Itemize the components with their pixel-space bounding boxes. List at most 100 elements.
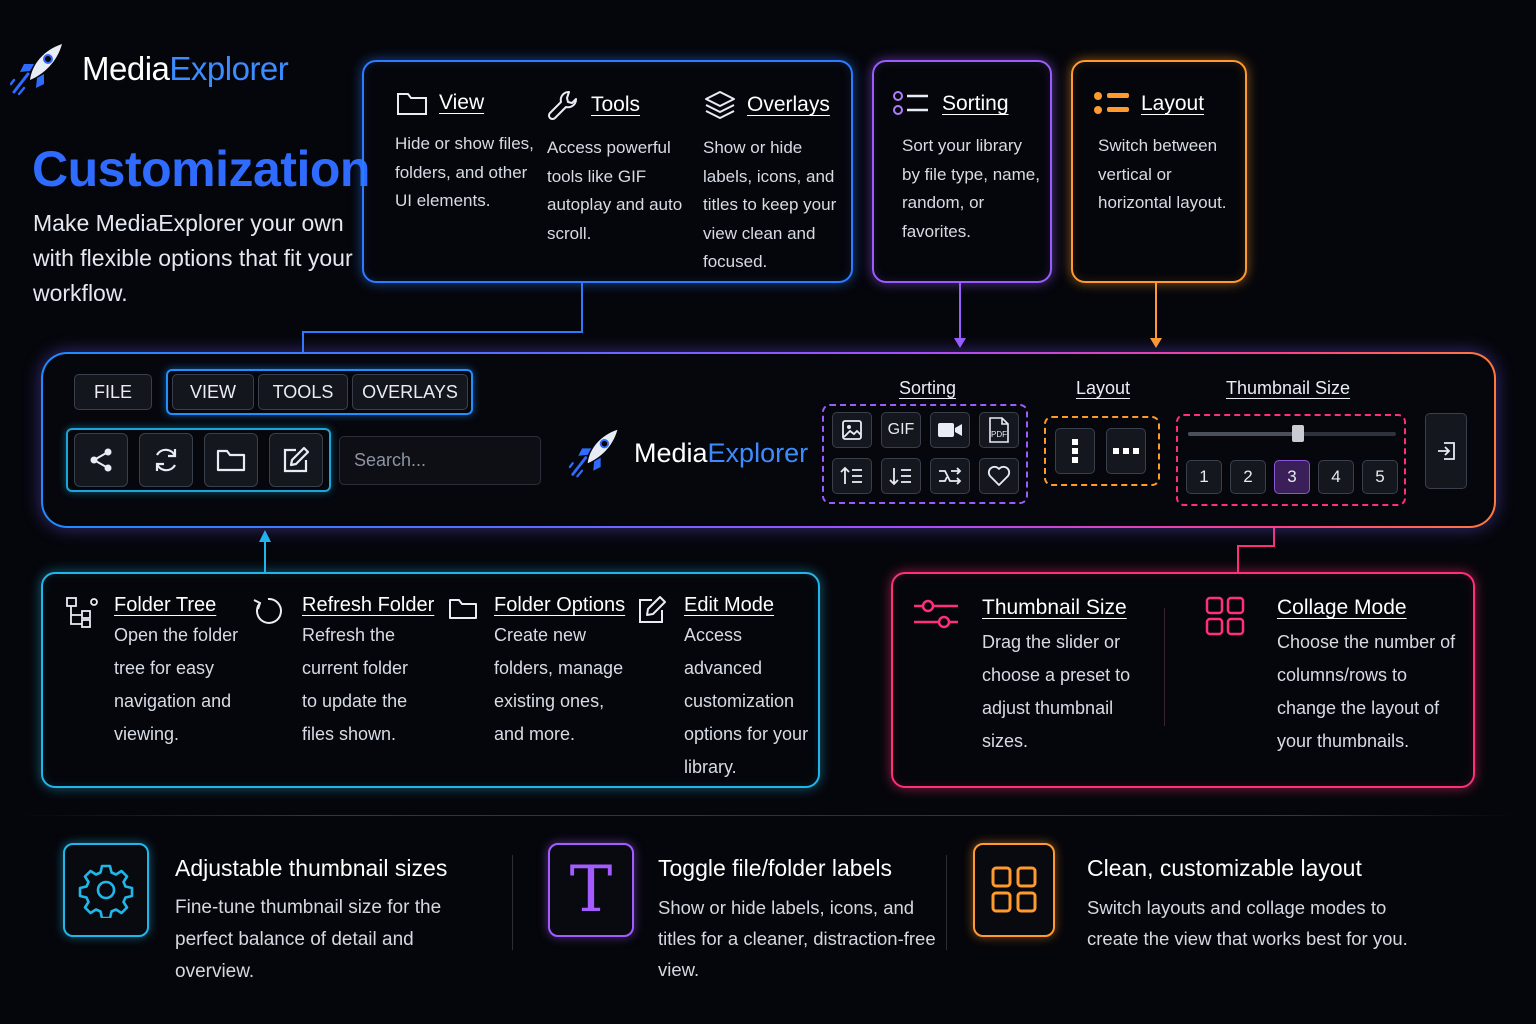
mid-divider	[1164, 608, 1165, 726]
thumbnail-slider-track[interactable]	[1188, 425, 1396, 442]
edit-icon	[280, 444, 312, 476]
pdf-file-icon: PDF	[988, 417, 1010, 443]
bottom-feature-title: Clean, customizable layout	[1087, 855, 1362, 881]
sort-list-icon	[892, 88, 932, 120]
bottom-feature-thumbnail-sizes: Adjustable thumbnail sizes Fine-tune thu…	[63, 843, 495, 988]
search-input[interactable]	[339, 436, 541, 485]
horizontal-dots-icon	[1112, 447, 1140, 455]
thumbnail-preset-1[interactable]: 1	[1186, 460, 1222, 494]
feature-edit-mode: Edit Mode Access advanced customization …	[636, 594, 814, 784]
refresh-icon	[150, 444, 182, 476]
toolbar-logo: MediaExplorer	[566, 426, 808, 480]
page-subtitle: Make MediaExplorer your own with flexibl…	[33, 210, 353, 306]
feature-sorting-title: Sorting	[942, 92, 1009, 115]
feature-thumbnail-size-title: Thumbnail Size	[982, 596, 1127, 619]
layout-group	[1044, 416, 1160, 486]
folder-icon	[215, 446, 247, 474]
view-tools-overlays-box	[362, 60, 853, 283]
share-icon	[86, 445, 116, 475]
sort-pdf-button[interactable]: PDF	[979, 412, 1019, 448]
text-t-icon: T	[569, 853, 613, 927]
feature-folder-options-desc: Create new folders, manage existing ones…	[494, 625, 624, 744]
feature-view-title: View	[439, 91, 485, 114]
layout-horizontal-button[interactable]	[1106, 428, 1146, 474]
refresh-button[interactable]	[139, 433, 193, 487]
folder-icon	[448, 594, 478, 751]
thumbnail-size-label: Thumbnail Size	[1225, 378, 1351, 398]
feature-view-desc: Hide or show files, folders, and other U…	[395, 134, 534, 210]
bottom-divider	[512, 855, 513, 950]
wrench-icon	[547, 88, 581, 122]
feature-folder-tree-desc: Open the folder tree for easy navigation…	[114, 625, 239, 744]
menu-overlays[interactable]: OVERLAYS	[352, 374, 468, 410]
feature-sorting-desc: Sort your library by file type, name, ra…	[902, 136, 1040, 241]
menu-group	[166, 369, 473, 415]
layout-label: Layout	[1075, 378, 1131, 398]
rocket-logo-icon	[10, 40, 68, 98]
sort-shuffle-button[interactable]	[930, 458, 970, 494]
feature-edit-mode-title: Edit Mode	[684, 594, 775, 616]
rocket-logo-icon	[566, 426, 626, 480]
thumbnail-preset-3[interactable]: 3	[1274, 460, 1310, 494]
sorting-group	[822, 404, 1028, 504]
feature-folder-options-title: Folder Options	[494, 594, 626, 616]
feature-refresh-folder: Refresh Folder Refresh the current folde…	[250, 594, 440, 751]
layout-vertical-button[interactable]	[1055, 428, 1095, 474]
feature-tools-desc: Access powerful tools like GIF autoplay …	[547, 138, 683, 243]
feature-refresh-desc: Refresh the current folder to update the…	[302, 625, 409, 744]
feature-overlays: Overlays Show or hide labels, icons, and…	[703, 88, 848, 277]
bottom-divider	[946, 855, 947, 950]
thumbnail-size-group	[1176, 414, 1406, 506]
feature-collage-mode: Collage Mode Choose the number of column…	[1205, 596, 1463, 758]
sort-ascending-button[interactable]	[832, 458, 872, 494]
sort-descending-icon	[889, 465, 913, 487]
feature-layout-desc: Switch between vertical or horizontal la…	[1098, 136, 1227, 212]
sort-gif-button[interactable]: GIF	[881, 412, 921, 448]
vertical-dots-icon	[1071, 438, 1079, 464]
sort-descending-button[interactable]	[881, 458, 921, 494]
page-title: Customization	[32, 141, 370, 197]
bottom-feature-title: Adjustable thumbnail sizes	[175, 855, 448, 881]
feature-refresh-title: Refresh Folder	[302, 594, 435, 616]
thumbnail-collage-box	[891, 572, 1475, 788]
bottom-feature-title: Toggle file/folder labels	[658, 855, 892, 881]
sliders-icon	[912, 596, 960, 758]
edit-button[interactable]	[269, 433, 323, 487]
sort-image-button[interactable]	[832, 412, 872, 448]
layers-icon	[703, 88, 737, 122]
exit-button[interactable]	[1425, 413, 1467, 489]
layout-list-icon	[1093, 88, 1131, 120]
menu-view[interactable]: VIEW	[172, 374, 254, 410]
refresh-icon	[250, 594, 286, 751]
sorting-label: Sorting	[898, 378, 957, 398]
share-button[interactable]	[74, 433, 128, 487]
feature-view: View Hide or show files, folders, and ot…	[395, 88, 535, 216]
exit-icon	[1435, 440, 1457, 462]
feature-overlays-desc: Show or hide labels, icons, and titles t…	[703, 138, 837, 271]
bottom-feature-desc: Fine-tune thumbnail size for the perfect…	[175, 897, 442, 982]
toolbar-action-group	[66, 428, 331, 492]
sort-video-button[interactable]	[930, 412, 970, 448]
thumbnail-preset-5[interactable]: 5	[1362, 460, 1398, 494]
edit-icon	[636, 594, 668, 784]
grid-tile	[973, 843, 1055, 937]
folder-tree-icon	[64, 594, 100, 751]
menu-file[interactable]: FILE	[74, 374, 152, 410]
sort-favorites-button[interactable]	[979, 458, 1019, 494]
thumbnail-preset-2[interactable]: 2	[1230, 460, 1266, 494]
bottom-feature-clean-layout: Clean, customizable layout Switch layout…	[973, 843, 1427, 954]
folder-button[interactable]	[204, 433, 258, 487]
menu-tools[interactable]: TOOLS	[258, 374, 348, 410]
feature-tools: Tools Access powerful tools like GIF aut…	[547, 88, 697, 248]
folder-actions-box	[41, 572, 820, 788]
feature-layout-title: Layout	[1141, 92, 1205, 115]
brand-name: MediaExplorer	[82, 50, 289, 87]
feature-tools-title: Tools	[591, 93, 641, 116]
image-icon	[841, 419, 863, 441]
feature-collage-mode-title: Collage Mode	[1277, 596, 1407, 619]
thumbnail-preset-4[interactable]: 4	[1318, 460, 1354, 494]
heart-icon	[987, 465, 1011, 487]
feature-folder-tree: Folder Tree Open the folder tree for eas…	[64, 594, 244, 751]
thumbnail-slider-thumb[interactable]	[1292, 425, 1305, 442]
